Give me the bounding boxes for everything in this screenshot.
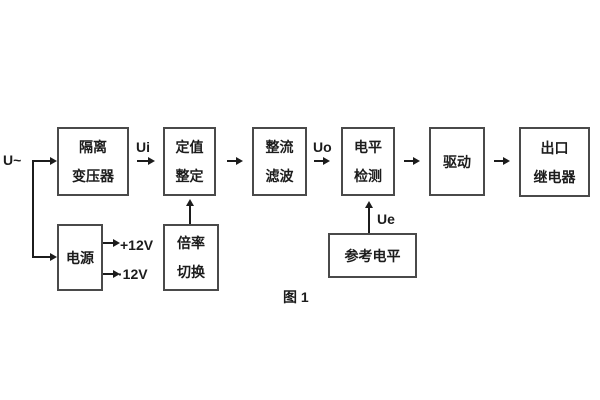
ui-signal-label: Ui	[136, 139, 150, 155]
connector-input-to-transformer	[32, 160, 50, 162]
figure-caption: 图 1	[283, 289, 309, 305]
connector-power-plus12v	[103, 242, 113, 244]
block-isolation-transformer: 隔离 变压器	[57, 127, 129, 196]
arrow-right-icon	[323, 157, 330, 165]
block-level-detection: 电平 检测	[341, 127, 395, 196]
arrow-right-icon	[113, 270, 120, 278]
block-label: 驱动	[443, 153, 471, 170]
block-driver: 驱动	[429, 127, 485, 196]
block-label: 出口	[540, 139, 569, 156]
arrow-right-icon	[503, 157, 510, 165]
arrow-up-icon	[365, 201, 373, 208]
arrow-right-icon	[413, 157, 420, 165]
block-label: 变压器	[72, 168, 114, 184]
block-label: 继电器	[533, 168, 576, 185]
input-voltage-label: U~	[3, 152, 22, 168]
connector-reference-to-level	[368, 208, 370, 233]
connector-level-to-driver	[404, 160, 413, 162]
block-label: 电平	[354, 139, 382, 155]
block-label: 检测	[354, 168, 382, 184]
block-label: 隔离	[79, 139, 107, 155]
arrow-right-icon	[113, 239, 120, 247]
block-label: 整流	[265, 139, 294, 155]
connector-ratio-to-setting	[189, 206, 191, 224]
connector-input-branch	[32, 160, 34, 257]
block-label: 滤波	[265, 168, 294, 184]
block-power-supply: 电源	[57, 224, 103, 291]
arrow-right-icon	[148, 157, 155, 165]
ue-signal-label: Ue	[377, 211, 395, 227]
block-reference-level: 参考电平	[328, 233, 417, 278]
connector-setting-to-rectifier	[227, 160, 236, 162]
connector-power-minus12v	[103, 273, 113, 275]
uo-signal-label: Uo	[313, 139, 332, 155]
arrow-right-icon	[236, 157, 243, 165]
block-rectifier-filter: 整流 滤波	[252, 127, 307, 196]
block-label: 电源	[66, 249, 94, 266]
connector-input-to-power	[32, 256, 50, 258]
connector-driver-to-relay	[494, 160, 503, 162]
minus-12v-label: ·12V	[118, 266, 148, 282]
arrow-right-icon	[50, 157, 57, 165]
block-label: 定值	[175, 139, 204, 155]
block-ratio-switch: 倍率 切换	[163, 224, 219, 291]
block-label: 倍率	[177, 235, 205, 251]
block-label: 参考电平	[344, 247, 401, 264]
connector-transformer-to-setting	[137, 160, 148, 162]
arrow-up-icon	[186, 199, 194, 206]
block-label: 切换	[177, 264, 205, 280]
arrow-right-icon	[50, 253, 57, 261]
block-value-setting: 定值 整定	[163, 127, 216, 196]
block-label: 整定	[175, 168, 204, 184]
block-output-relay: 出口 继电器	[519, 127, 590, 197]
connector-rectifier-to-level	[314, 160, 323, 162]
plus-12v-label: +12V	[120, 237, 154, 253]
